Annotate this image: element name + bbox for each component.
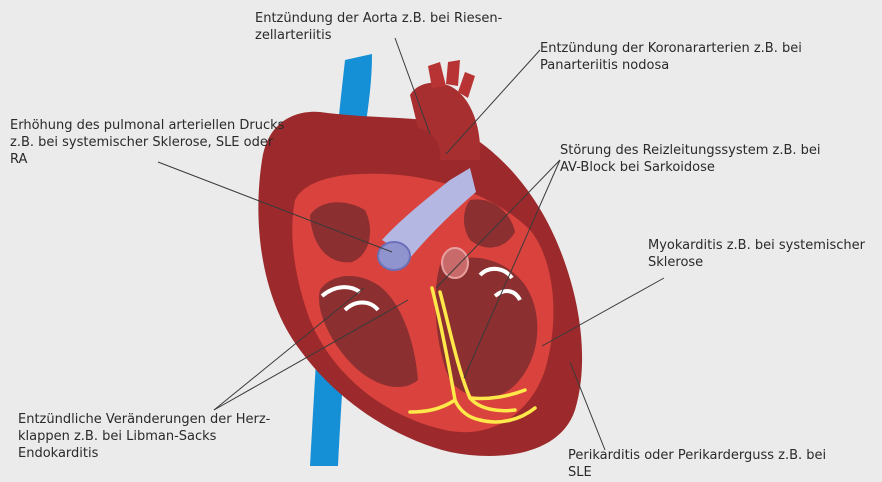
label-myocarditis: Myokarditis z.B. bei systemischer Sklero… [648, 237, 882, 271]
pulmonary-valve [378, 242, 410, 270]
label-aorta-inflammation: Entzündung der Aorta z.B. bei Riesen- ze… [255, 10, 545, 44]
label-conduction-disorder: Störung des Reizleitungssystem z.B. bei … [560, 142, 860, 176]
aortic-valve [442, 248, 468, 278]
label-coronary-inflammation: Entzündung der Koronararterien z.B. bei … [540, 40, 860, 74]
label-pulmonary-pressure: Erhöhung des pulmonal arteriellen Drucks… [10, 117, 320, 168]
label-pericarditis: Perikarditis oder Perikarderguss z.B. be… [568, 447, 868, 481]
label-valve-changes: Entzündliche Veränderungen der Herz- kla… [18, 411, 318, 462]
